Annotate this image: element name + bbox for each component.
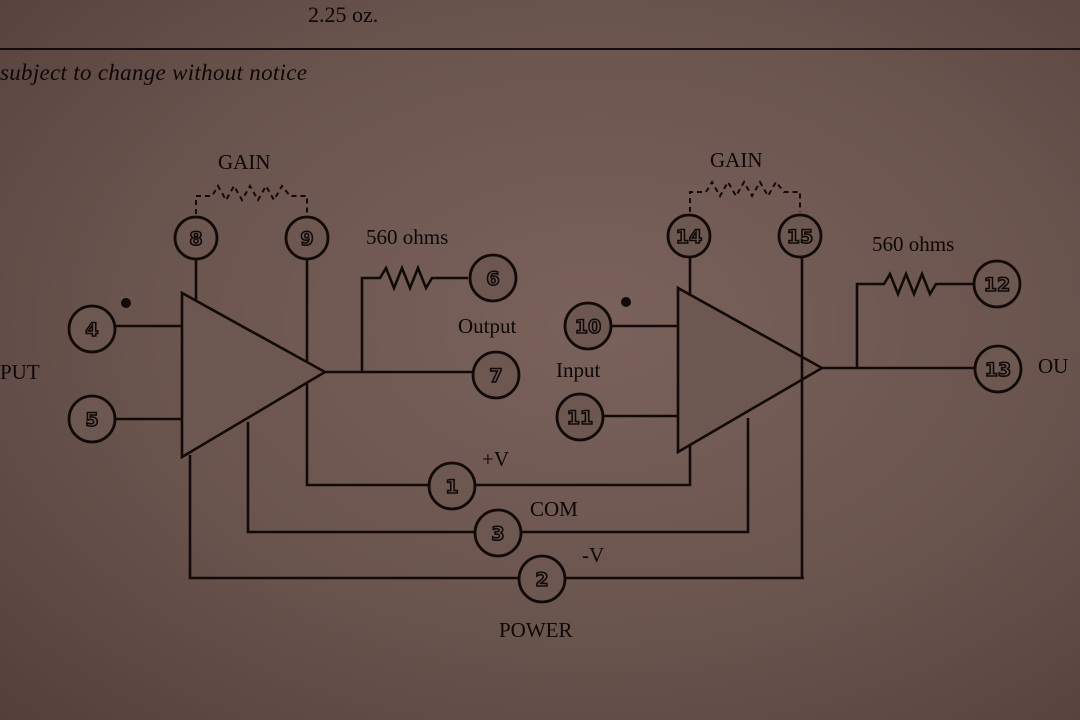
pin-1-label: 1 xyxy=(445,476,458,498)
polarity-dot-left xyxy=(121,298,131,308)
gain-label-right: GAIN xyxy=(710,148,763,172)
resistor-right xyxy=(855,270,974,368)
output-partial-label: OU xyxy=(1038,354,1068,378)
amplifier-right xyxy=(676,285,825,455)
polarity-dot-right xyxy=(621,297,631,307)
gain-resistor-left xyxy=(195,183,308,214)
wire-minusv-left xyxy=(188,455,518,580)
pin-3-label: 3 xyxy=(491,523,504,545)
input-label: Input xyxy=(556,358,600,382)
minus-v-label: -V xyxy=(582,543,604,567)
output-label: Output xyxy=(458,314,517,338)
pin-8: 8 xyxy=(173,215,219,261)
pin-15-label: 15 xyxy=(787,226,813,248)
pin-14: 14 xyxy=(666,213,712,259)
pin-4: 4 xyxy=(67,304,117,354)
pin-12-label: 12 xyxy=(984,274,1010,296)
pin-4-label: 4 xyxy=(85,319,98,341)
com-label: COM xyxy=(530,497,578,521)
horizontal-rule xyxy=(0,48,1080,50)
pin-3: 3 xyxy=(473,508,523,558)
pin-13: 13 xyxy=(973,344,1023,394)
pin-7: 7 xyxy=(471,350,521,400)
pin-10: 10 xyxy=(563,301,613,351)
pin-2: 2 xyxy=(517,554,567,604)
pin-2-label: 2 xyxy=(535,569,548,591)
pin-14-label: 14 xyxy=(676,226,702,248)
pin-1: 1 xyxy=(427,461,477,511)
pin-6: 6 xyxy=(468,253,518,303)
pin-6-label: 6 xyxy=(486,268,499,290)
wire-plusv-left xyxy=(305,384,430,487)
gain-resistor-right xyxy=(689,179,801,212)
pin-5: 5 xyxy=(67,394,117,444)
wire-plusv-right xyxy=(476,446,692,487)
plus-v-label: +V xyxy=(482,447,509,471)
wire-com-left xyxy=(246,422,476,534)
power-label: POWER xyxy=(499,618,573,642)
input-partial-label: PUT xyxy=(0,360,40,384)
pin-12: 12 xyxy=(972,259,1022,309)
resistor-label-right: 560 ohms xyxy=(872,232,954,256)
pin-7-label: 7 xyxy=(489,365,502,387)
pin-11-label: 11 xyxy=(567,407,593,429)
resistor-label-left: 560 ohms xyxy=(366,225,448,249)
pin-13-label: 13 xyxy=(985,359,1011,381)
pin-8-label: 8 xyxy=(189,228,202,250)
resistor-left xyxy=(360,264,468,372)
pin-9-label: 9 xyxy=(300,228,313,250)
pin-10-label: 10 xyxy=(575,316,601,338)
pin-11: 11 xyxy=(555,392,605,442)
pin-15: 15 xyxy=(777,213,823,259)
notice-text: subject to change without notice xyxy=(0,60,308,85)
pin-9: 9 xyxy=(284,215,330,261)
amplifier-left xyxy=(180,290,328,460)
wire-com-right xyxy=(522,418,750,534)
weight-text: 2.25 oz. xyxy=(308,2,379,27)
gain-label-left: GAIN xyxy=(218,150,271,174)
pin-5-label: 5 xyxy=(85,409,98,431)
